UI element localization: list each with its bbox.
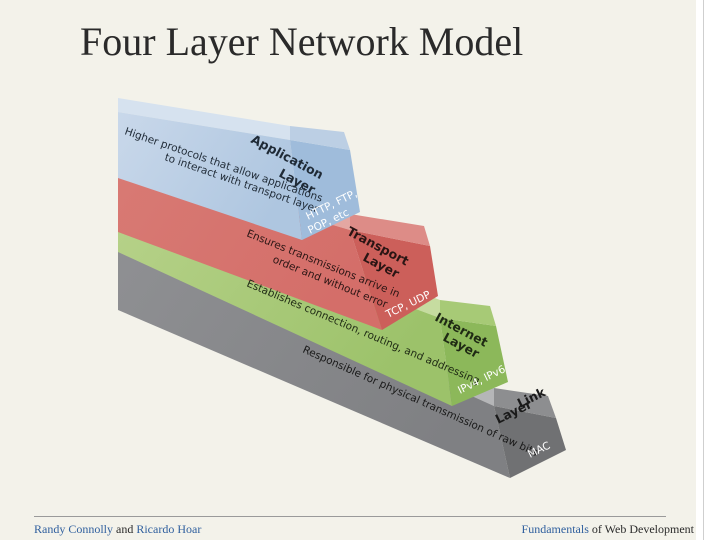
book-title-word: Fundamentals [522,522,589,536]
footer-divider [34,516,666,517]
footer-book-title: Fundamentals of Web Development [522,522,694,537]
footer-authors: Randy Connolly and Ricardo Hoar [34,522,201,537]
author-2: Ricardo Hoar [136,522,201,536]
book-title-rest: of Web Development [592,522,694,536]
author-1: Randy Connolly [34,522,113,536]
author-conjunction: and [116,522,133,536]
